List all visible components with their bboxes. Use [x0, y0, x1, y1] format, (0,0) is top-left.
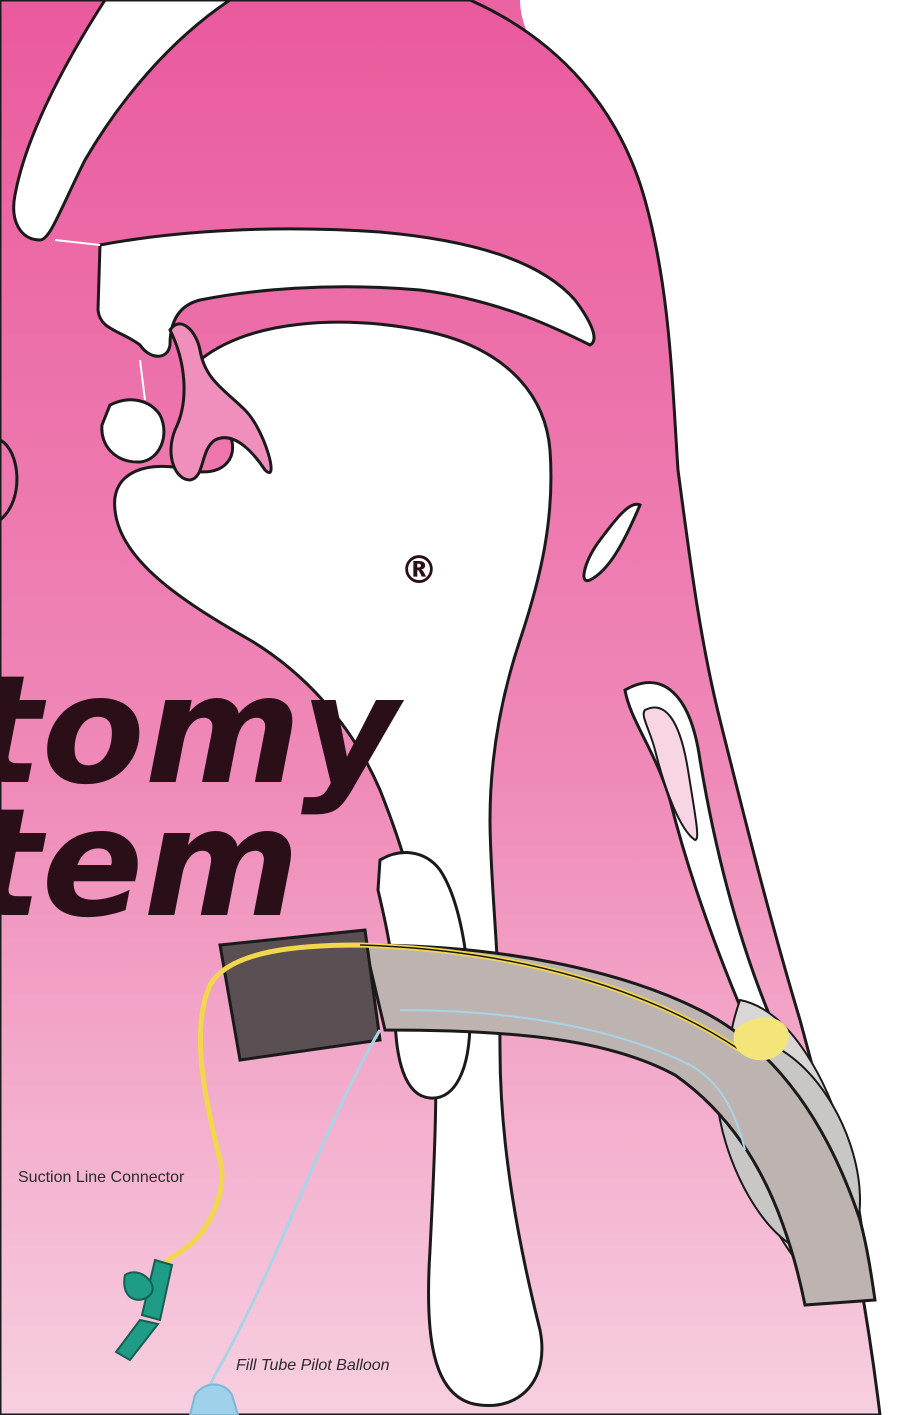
- upper-lip: [102, 400, 164, 462]
- title-line2-fragment: tem: [0, 777, 300, 951]
- label-fill-tube-pilot-balloon: Fill Tube Pilot Balloon: [236, 1357, 390, 1374]
- label-suction-line-connector: Suction Line Connector: [18, 1169, 185, 1186]
- registered-mark: ®: [400, 548, 438, 592]
